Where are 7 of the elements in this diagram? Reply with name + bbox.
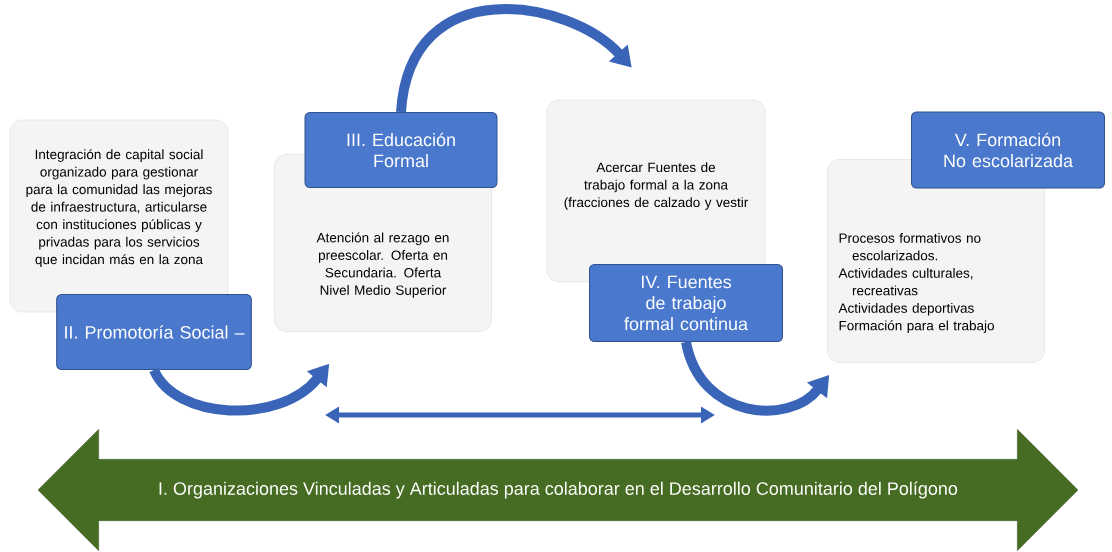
heading-box: IV. Fuentes de trabajo formal continua (589, 264, 783, 342)
heading-box: V. Formación No escolarizada (911, 111, 1105, 189)
heading-box: III. Educación Formal (304, 112, 498, 188)
arrow (396, 4, 632, 113)
double-arrow-banner: I. Organizaciones Vinculadas y Articuladas para colaborar en el Desarrollo Comunitario del Polígono (37, 429, 1079, 551)
heading-box: II. Promotoría Social – (56, 294, 252, 370)
text-box: Integración de capital social organizado para gestionar para la comunidad las mejoras de infraestructura, articularse con instituciones públicas y privadas para los servicios que incidan más en la zona (9, 119, 229, 313)
